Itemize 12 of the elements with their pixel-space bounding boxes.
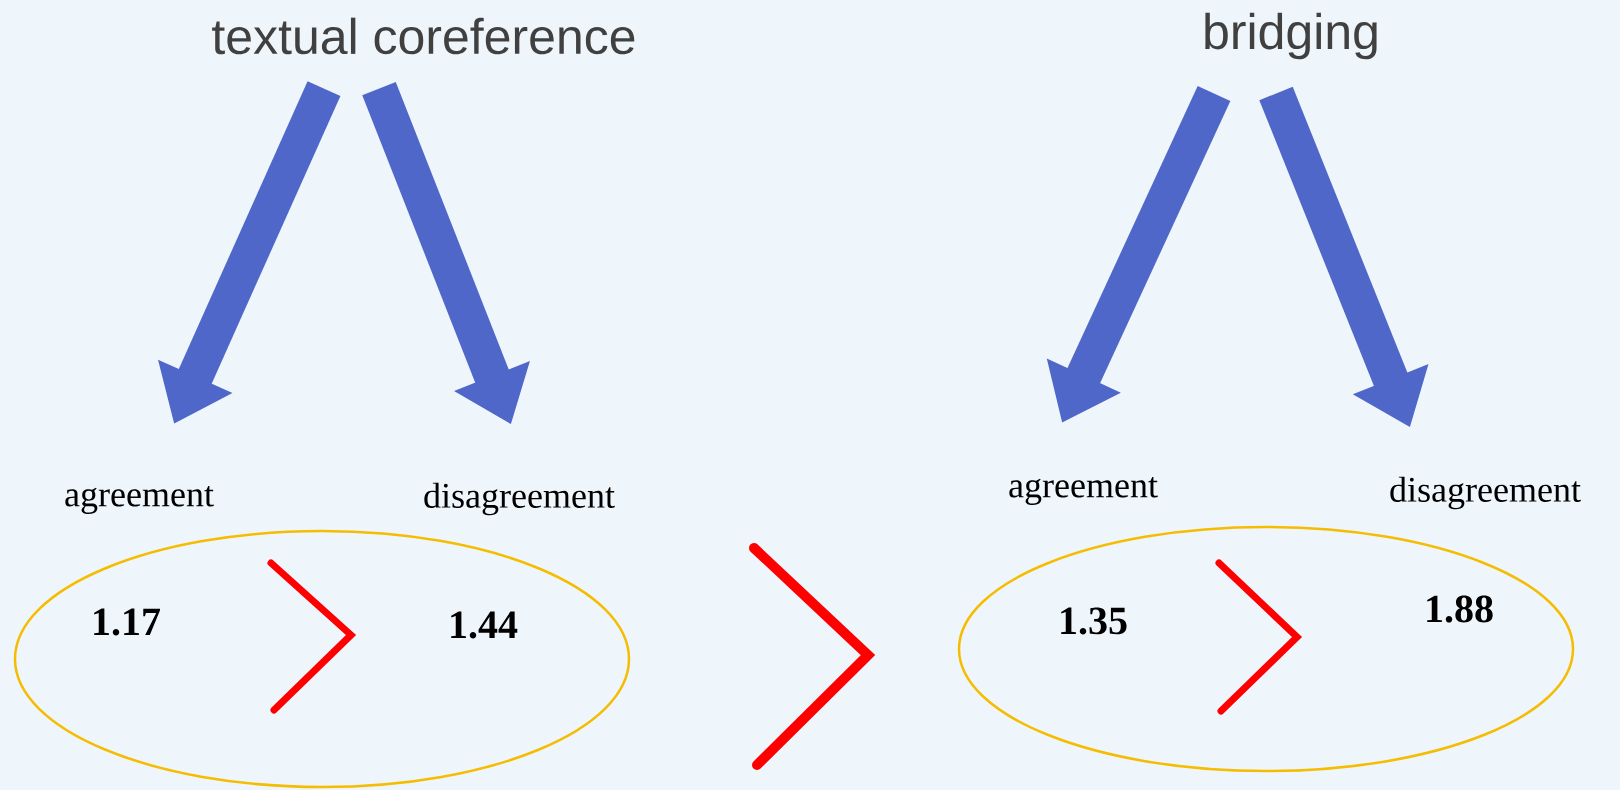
ellipse xyxy=(957,525,1575,773)
score-value: 1.35 xyxy=(1061,607,1127,635)
category-label: disagreement xyxy=(1390,476,1581,510)
score-value: 1.44 xyxy=(451,611,518,639)
heading: bridging xyxy=(1205,12,1377,60)
score-value: 1.88 xyxy=(1427,595,1493,623)
category-label: agreement xyxy=(65,486,214,514)
category-label: disagreement xyxy=(424,482,615,516)
category-label: agreement xyxy=(1009,477,1158,505)
heading: textual coreference xyxy=(212,17,635,55)
ellipse xyxy=(13,529,631,789)
score-value: 1.17 xyxy=(94,608,161,636)
